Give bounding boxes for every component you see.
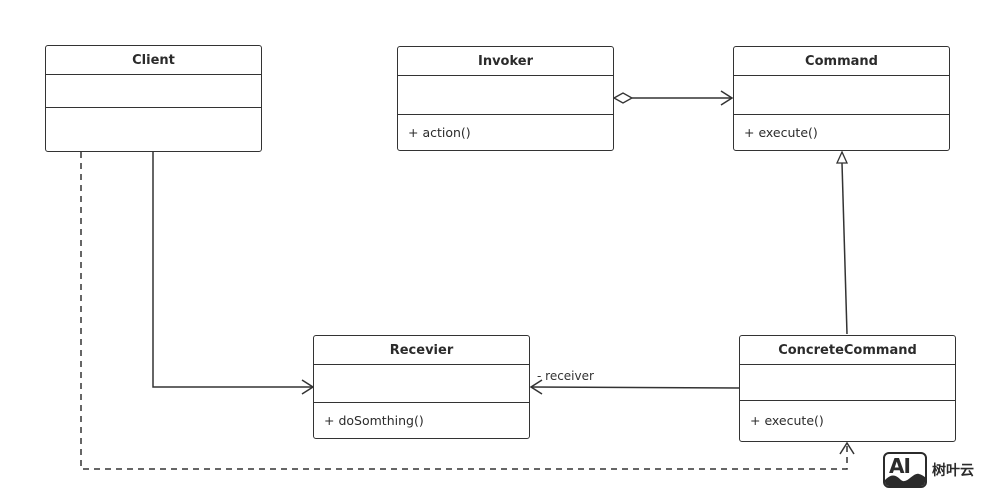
class-attributes [734, 76, 949, 115]
class-attributes [314, 365, 529, 403]
class-command[interactable]: Command + execute() [733, 46, 950, 151]
concrete-receiver-association [529, 379, 740, 395]
mountain-icon [885, 473, 925, 486]
class-operations: + doSomthing() [324, 412, 424, 428]
class-invoker[interactable]: Invoker + action() [397, 46, 614, 151]
receiver-role-label: - receiver [537, 369, 594, 383]
class-name: ConcreteCommand [740, 336, 955, 365]
class-attributes [46, 75, 261, 108]
ai-logo-icon: AI [883, 452, 927, 488]
client-concrete-dependency [80, 152, 855, 470]
class-attributes [740, 365, 955, 401]
concrete-command-inheritance [835, 150, 849, 335]
invoker-command-aggregation [612, 90, 734, 106]
class-operations: + action() [408, 124, 471, 140]
class-name: Invoker [398, 47, 613, 76]
class-name: Command [734, 47, 949, 76]
logo-letters: AI [889, 454, 911, 478]
class-attributes [398, 76, 613, 115]
class-name: Client [46, 46, 261, 75]
class-concrete-command[interactable]: ConcreteCommand + execute() [739, 335, 956, 442]
watermark-logo: AI 树叶云 [883, 452, 974, 488]
class-client[interactable]: Client [45, 45, 262, 152]
client-receiver-association [152, 152, 315, 395]
class-operations: + execute() [744, 124, 818, 140]
class-operations [46, 108, 261, 148]
watermark-text: 树叶云 [932, 463, 974, 479]
class-name: Recevier [314, 336, 529, 365]
class-receiver[interactable]: Recevier + doSomthing() [313, 335, 530, 439]
class-operations: + execute() [750, 413, 824, 428]
